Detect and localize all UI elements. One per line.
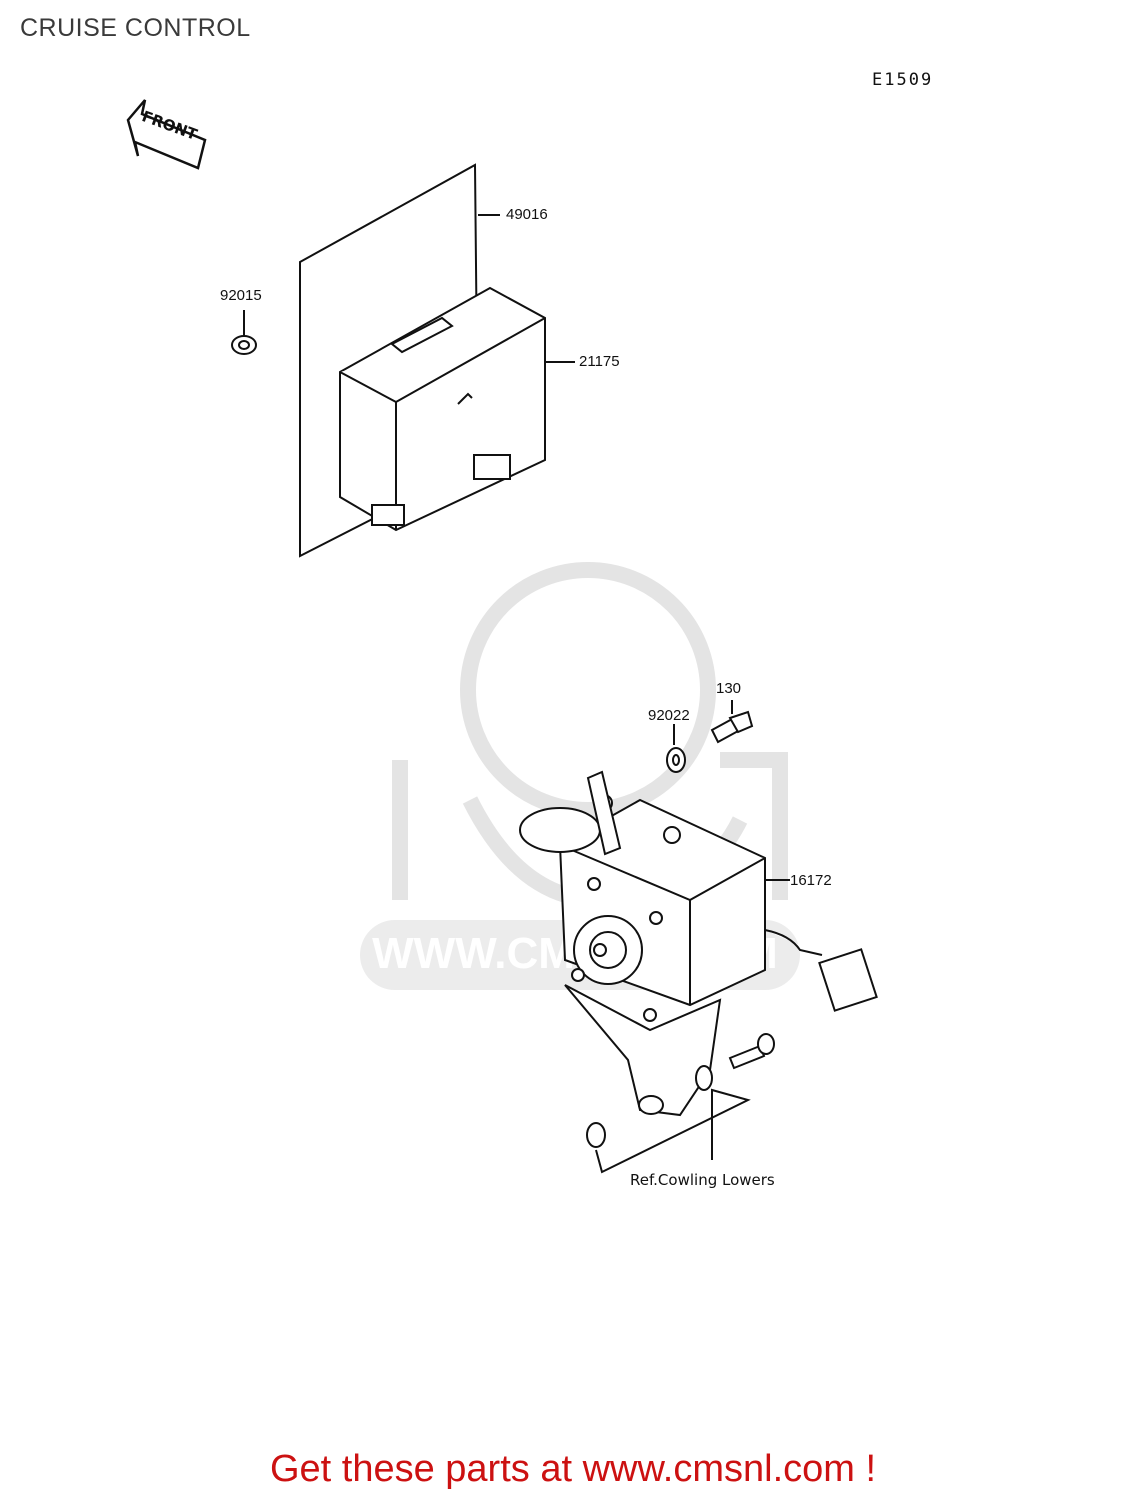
bolt-130: [710, 700, 754, 744]
reference-note: Ref.Cowling Lowers: [630, 1171, 775, 1189]
part-label-92015[interactable]: 92015: [220, 287, 262, 304]
diagram-code: E1509: [872, 70, 934, 90]
part-label-21175[interactable]: 21175: [579, 353, 620, 370]
part-label-49016[interactable]: 49016: [506, 206, 548, 223]
front-arrow-icon: [126, 99, 207, 170]
actuator-16172: [519, 770, 878, 1117]
part-label-130[interactable]: 130: [716, 680, 742, 697]
washer-92022: [666, 724, 686, 773]
part-label-16172[interactable]: 16172: [790, 872, 832, 889]
part-label-92022[interactable]: 92022: [648, 707, 690, 724]
control-unit-21175: [339, 286, 575, 532]
page-title: CRUISE CONTROL: [20, 14, 251, 42]
nut-92015: [231, 310, 257, 355]
promo-link[interactable]: Get these parts at www.cmsnl.com !: [269, 1448, 877, 1490]
bottom-hardware: [586, 1033, 775, 1174]
